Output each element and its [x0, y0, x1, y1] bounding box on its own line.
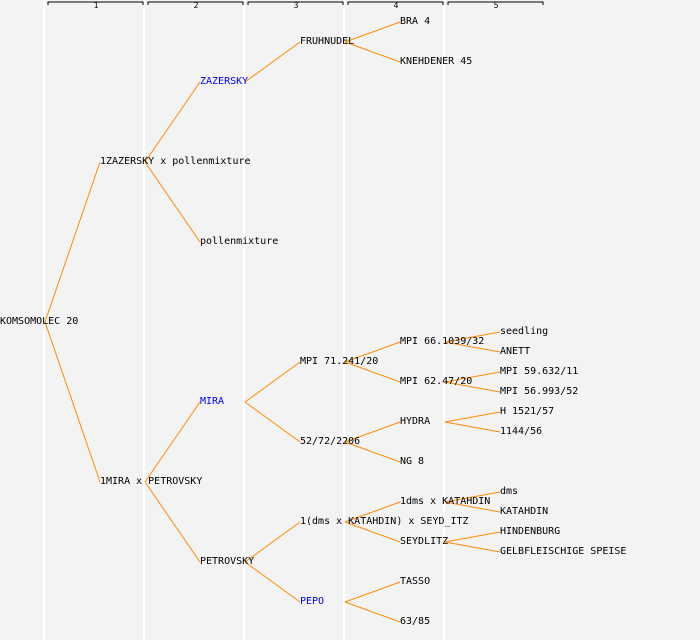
pedigree-link [44, 321, 101, 483]
pedigree-node: MPI 62.47/20 [400, 376, 473, 387]
pedigree-link [244, 401, 301, 443]
pedigree-node: H 1521/57 [500, 406, 555, 417]
generation-label-5: 5 [493, 1, 499, 10]
pedigree-link [344, 501, 401, 523]
pedigree-link [244, 41, 301, 83]
pedigree-link [344, 341, 401, 363]
pedigree-link [444, 421, 501, 433]
pedigree-node: seedling [500, 326, 549, 337]
pedigree-link [444, 541, 501, 553]
pedigree-link [44, 161, 101, 323]
pedigree-link [344, 421, 401, 443]
pedigree-link [344, 521, 401, 543]
pedigree-link [444, 371, 501, 383]
generation-label-1: 1 [93, 1, 99, 10]
pedigree-node: NG 8 [400, 456, 425, 467]
generation-bracket [447, 1, 544, 5]
pedigree-link [444, 411, 501, 423]
generation-bracket [47, 1, 144, 5]
generation-bracket [247, 1, 344, 5]
pedigree-node: 1ZAZERSKY x pollenmixture [100, 156, 251, 167]
pedigree-node: KATAHDIN [500, 506, 549, 517]
pedigree-node: MPI 59.632/11 [500, 366, 579, 377]
pedigree-node: KOMSOMOLEC 20 [0, 316, 79, 327]
pedigree-node: 1(dms x KATAHDIN) x SEYD_ITZ [300, 516, 469, 527]
pedigree-link [444, 381, 501, 393]
pedigree-node: HYDRA [400, 416, 431, 427]
pedigree-link [344, 21, 401, 43]
pedigree-link [444, 331, 501, 343]
pedigree-node: PETROVSKY [200, 556, 255, 567]
pedigree-node: MPI 56.993/52 [500, 386, 579, 397]
pedigree-link [444, 341, 501, 353]
pedigree-node: 1144/56 [500, 426, 543, 437]
pedigree-node: MPI 71.241/20 [300, 356, 379, 367]
pedigree-node-highlighted[interactable]: PEPO [300, 596, 325, 607]
pedigree-link [244, 361, 301, 403]
pedigree-node: KNEHDENER 45 [400, 56, 473, 67]
generation-label-3: 3 [293, 1, 299, 10]
pedigree-node: SEYDLITZ [400, 536, 449, 547]
pedigree-link [244, 561, 301, 603]
generation-bracket [147, 1, 244, 5]
generation-bracket [347, 1, 444, 5]
pedigree-link [444, 501, 501, 513]
pedigree-node: BRA 4 [400, 16, 431, 27]
pedigree-link [144, 481, 201, 563]
pedigree-link [444, 531, 501, 543]
generation-label-4: 4 [393, 1, 399, 10]
pedigree-node: 63/85 [400, 616, 431, 627]
pedigree-link [344, 601, 401, 623]
pedigree-link [344, 41, 401, 63]
pedigree-node: pollenmixture [200, 236, 279, 247]
pedigree-link [444, 491, 501, 503]
pedigree-node: HINDENBURG [500, 526, 561, 537]
pedigree-node: MPI 66.1039/32 [400, 336, 485, 347]
pedigree-node: dms [500, 486, 519, 497]
pedigree-node: FRUHNUDEL [300, 36, 355, 47]
pedigree-node: 52/72/2206 [300, 436, 361, 447]
generation-label-2: 2 [193, 1, 199, 10]
pedigree-node-highlighted[interactable]: MIRA [200, 396, 225, 407]
pedigree-node: 1MIRA x PETROVSKY [100, 476, 203, 487]
pedigree-node-highlighted[interactable]: ZAZERSKY [200, 76, 249, 87]
pedigree-link [144, 161, 201, 243]
pedigree-link [344, 361, 401, 383]
pedigree-node: 1dms x KATAHDIN [400, 496, 491, 507]
pedigree-node: ANETT [500, 346, 531, 357]
pedigree-node: TASSO [400, 576, 431, 587]
pedigree-link [344, 441, 401, 463]
pedigree-link [344, 581, 401, 603]
pedigree-link [144, 401, 201, 483]
pedigree-link [144, 81, 201, 163]
pedigree-node: GELBFLEISCHIGE SPEISE [500, 546, 627, 557]
pedigree-link [244, 521, 301, 563]
